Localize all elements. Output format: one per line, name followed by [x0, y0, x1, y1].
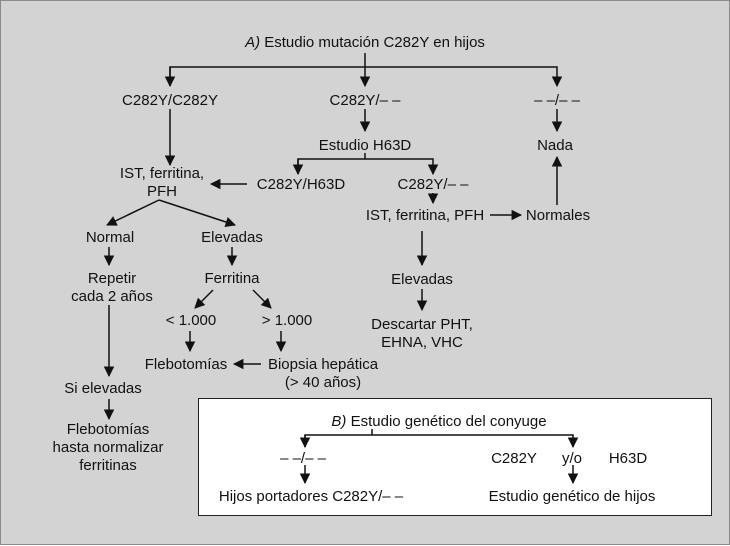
node-elevated-left: Elevadas — [201, 229, 263, 246]
result-study-children: Estudio genético de hijos — [488, 488, 656, 505]
node-phlebotomies: Flebotomías — [144, 356, 228, 373]
node-lt-1000: < 1.000 — [165, 312, 217, 329]
node-ferritin: Ferritina — [204, 270, 260, 287]
genotype-heterozygous: C282Y/– – — [329, 92, 401, 109]
node-elevated-right: Elevadas — [391, 271, 453, 288]
node-tests-right: IST, ferritina, PFH — [365, 207, 485, 224]
arrow-ferritina-to-lt — [194, 289, 214, 309]
node-tests-left: IST, ferritina, PFH — [119, 165, 205, 200]
arrow-tests-to-elevadas — [158, 199, 236, 228]
spouse-and-or: y/o — [561, 450, 583, 467]
arrow-title-to-neg — [169, 66, 563, 88]
node-nothing: Nada — [537, 137, 573, 154]
part-b-title: B) Estudio genético del conyuge — [331, 413, 546, 431]
spouse-study-box — [198, 398, 712, 516]
genotype-compound: C282Y/H63D — [256, 176, 346, 193]
arrow-ferritina-to-gt — [252, 289, 272, 309]
part-b-title-text: Estudio genético del conyuge — [346, 413, 547, 430]
part-a-title: A) Estudio mutación C282Y en hijos — [245, 34, 485, 52]
spouse-h63d: H63D — [608, 450, 648, 467]
spouse-c282y: C282Y — [491, 450, 537, 467]
result-carrier-children: Hijos portadores C282Y/– – — [218, 488, 404, 505]
node-gt-1000: > 1.000 — [261, 312, 313, 329]
genotype-homozygous: C282Y/C282Y — [122, 92, 218, 109]
part-b-prefix: B) — [331, 413, 347, 430]
node-normal-results: Normales — [525, 207, 591, 224]
arrow-box-split — [304, 434, 579, 449]
node-phleb-until: Flebotomías hasta normalizar ferritinas — [52, 421, 164, 474]
spouse-box-lines — [299, 429, 579, 485]
arrow-tests-to-normal — [106, 199, 160, 226]
node-repeat: Repetir cada 2 años — [71, 270, 153, 305]
node-normal: Normal — [85, 229, 135, 246]
part-a-prefix: A) — [245, 34, 261, 51]
genotype-het-only: C282Y/– – — [397, 176, 469, 193]
node-rule-out: Descartar PHT, EHNA, VHC — [371, 316, 473, 351]
node-if-elevated: Si elevadas — [64, 380, 142, 397]
node-liver-biopsy: Biopsia hepática (> 40 años) — [267, 356, 379, 391]
node-h63d-study: Estudio H63D — [318, 137, 412, 154]
part-a-title-text: Estudio mutación C282Y en hijos — [260, 34, 485, 51]
genotype-negative: – –/– – — [534, 92, 580, 109]
arrow-h63d-split — [297, 158, 439, 176]
spouse-negative: – –/– – — [280, 450, 326, 467]
